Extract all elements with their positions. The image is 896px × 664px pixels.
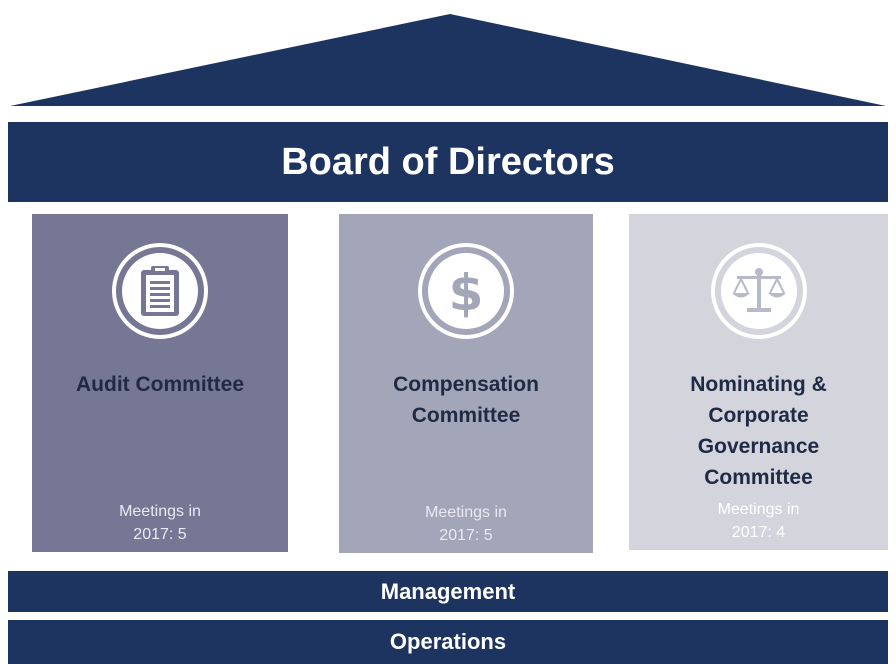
- board-of-directors-banner: Board of Directors: [8, 122, 888, 202]
- compensation-committee-title: Compensation Committee: [393, 373, 539, 427]
- dollar-icon: $: [418, 243, 514, 339]
- board-label: Board of Directors: [281, 140, 615, 183]
- clipboard-icon: [112, 243, 208, 339]
- roof-pediment: [10, 14, 886, 106]
- nominating-meetings: Meetings in 2017: 4: [717, 501, 800, 541]
- compensation-committee-column: $ Compensation Committee Meetings in 201…: [339, 214, 593, 553]
- scales-icon: [710, 243, 807, 339]
- management-label: Management: [380, 578, 516, 604]
- nominating-committee-column: Nominating & Corporate Governance Commit…: [629, 214, 888, 550]
- management-banner: Management: [8, 571, 888, 612]
- audit-committee-column: Audit Committee Meetings in 2017: 5: [32, 214, 288, 552]
- svg-text:$: $: [449, 264, 484, 320]
- compensation-meetings: Meetings in 2017: 5: [425, 504, 507, 544]
- operations-label: Operations: [389, 629, 507, 654]
- audit-committee-title: Audit Committee: [76, 373, 244, 396]
- nominating-committee-title: Nominating & Corporate Governance Commit…: [690, 373, 827, 489]
- operations-banner: Operations: [8, 620, 888, 664]
- audit-meetings: Meetings in 2017: 5: [119, 503, 201, 543]
